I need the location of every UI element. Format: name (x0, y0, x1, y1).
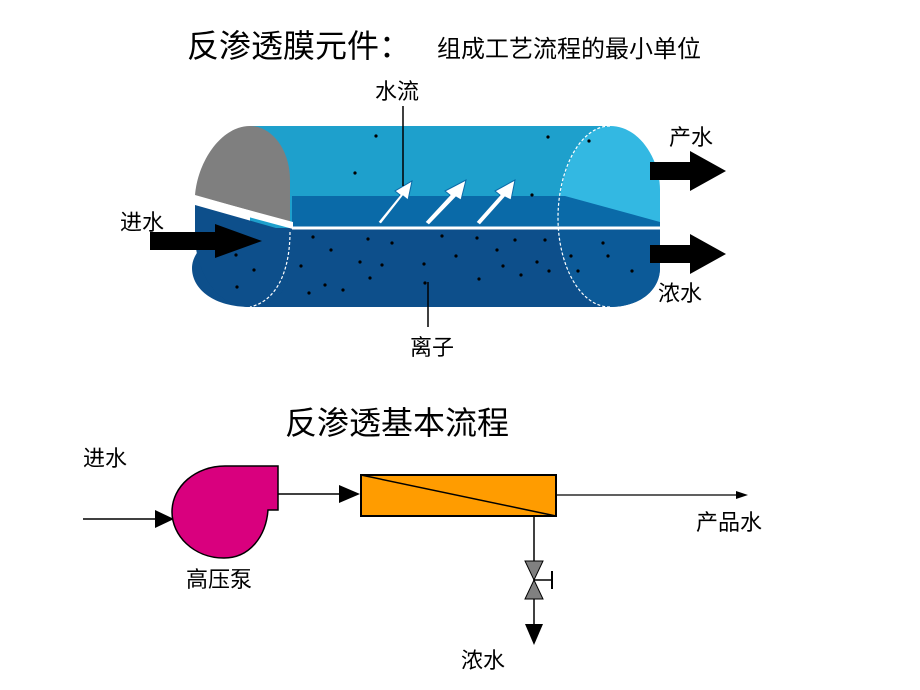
feed-water-label: 进水 (120, 211, 165, 236)
concentrate-label: 浓水 (658, 282, 703, 307)
module-title: 反渗透膜元件： (187, 27, 412, 65)
concentrate-chamber (192, 228, 660, 307)
feed-spacer (193, 195, 293, 229)
process-concentrate-label: 浓水 (461, 649, 506, 674)
right-end-cap-lower (558, 228, 660, 307)
product-outlet-arrow-icon (736, 491, 748, 499)
pump-label: 高压泵 (186, 568, 253, 593)
process-feed-label: 进水 (83, 447, 128, 472)
process-flow (83, 465, 748, 645)
inlet-arrow-icon (155, 510, 174, 528)
membrane-inlet-arrow-icon (339, 485, 360, 503)
ion-dots (234, 134, 634, 295)
process-product-label: 产品水 (696, 511, 763, 536)
high-pressure-pump-icon (171, 465, 279, 559)
left-end-cap (195, 126, 290, 222)
concentrate-outlet-arrow-icon (525, 624, 543, 645)
product-arrow-icon (650, 151, 726, 191)
permeate-arrows (377, 179, 516, 226)
membrane-module (192, 106, 660, 327)
water-flow-label: 水流 (375, 80, 420, 105)
concentrate-arrow-icon (650, 234, 726, 274)
process-title: 反渗透基本流程 (285, 404, 510, 442)
ions-label: 离子 (410, 336, 455, 361)
module-subtitle: 组成工艺流程的最小单位 (437, 35, 701, 63)
feed-arrow-icon (150, 224, 262, 258)
concentrate-valve-icon (524, 560, 553, 600)
product-water-label: 产水 (669, 126, 714, 151)
